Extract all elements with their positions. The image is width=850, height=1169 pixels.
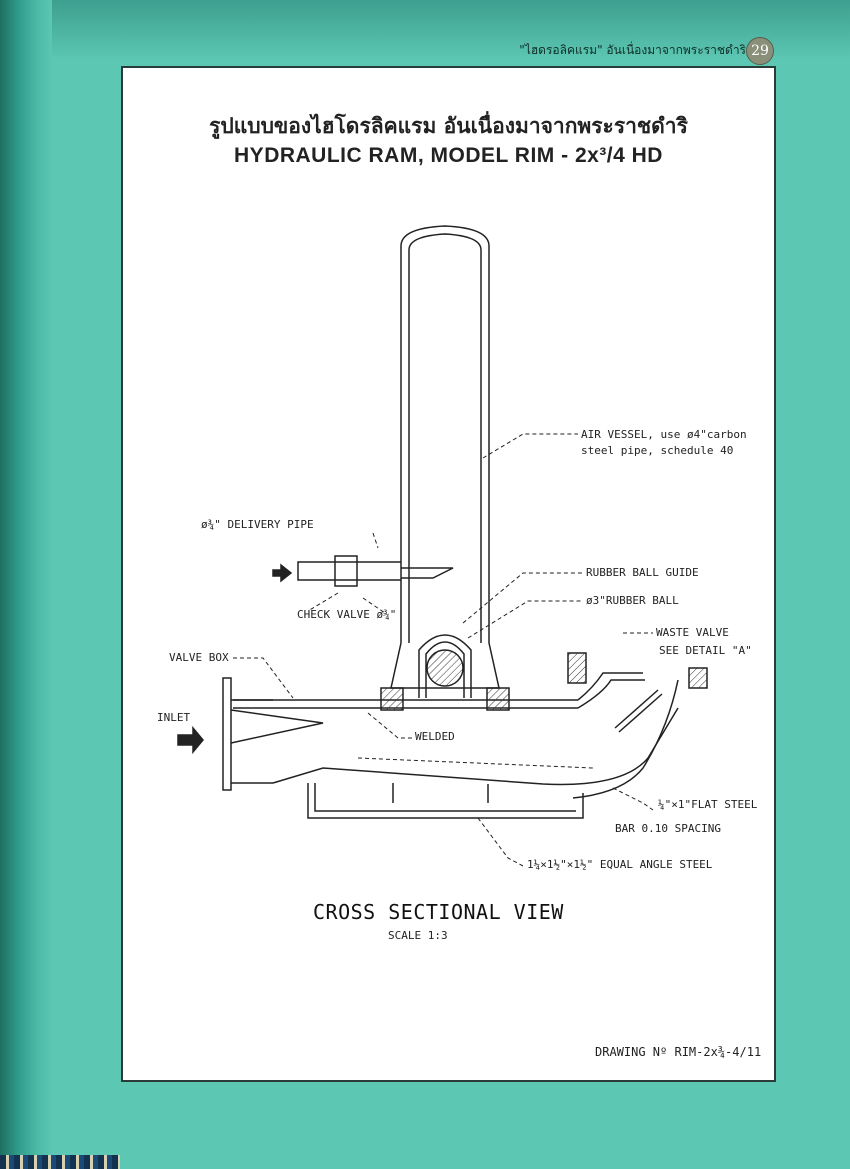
label-welded: WELDED: [415, 730, 455, 743]
drawing-frame: รูปแบบของไฮโดรลิคแรม อันเนื่องมาจากพระรา…: [121, 66, 776, 1082]
label-angle-steel: 1¼×1½"×1½" EQUAL ANGLE STEEL: [527, 858, 713, 871]
air-vessel: [400, 225, 490, 643]
drawing-title-thai: รูปแบบของไฮโดรลิคแรม อันเนื่องมาจากพระรา…: [209, 114, 688, 138]
label-inlet: INLET: [157, 711, 191, 724]
label-air-vessel-2: steel pipe, schedule 40: [581, 444, 734, 457]
label-flat-steel: ¼"×1"FLAT STEEL: [658, 798, 758, 811]
delivery-pipe: [297, 555, 454, 587]
inlet-arrow: [177, 725, 204, 755]
label-air-vessel: AIR VESSEL, use ø4"carbon: [581, 428, 747, 441]
waste-valve: [567, 652, 708, 733]
view-title: CROSS SECTIONAL VIEW: [313, 900, 564, 924]
label-waste-valve: WASTE VALVE: [656, 626, 729, 639]
running-title: "ไฮดรอลิคแรม" อันเนื่องมาจากพระราชดำริ: [519, 43, 746, 57]
spine-edge-pattern: [0, 1155, 120, 1169]
delivery-arrow: [272, 563, 293, 583]
label-see-detail: SEE DETAIL "A": [659, 644, 752, 657]
book-spine: [0, 0, 52, 1169]
angle-steel: [307, 783, 584, 819]
inlet-flange: [222, 677, 324, 791]
label-delivery-pipe: ø¾" DELIVERY PIPE: [201, 518, 314, 531]
valve-box-bottom: [272, 707, 679, 786]
cross-section-drawing: [177, 225, 708, 867]
label-valve-box: VALVE BOX: [169, 651, 229, 664]
drawing-scale: SCALE 1:3: [388, 929, 448, 942]
vessel-base: [390, 642, 500, 689]
rubber-ball: [426, 649, 464, 687]
drawing-title-english: HYDRAULIC RAM, MODEL RIM - 2x³/4 HD: [234, 144, 663, 167]
page-number-badge: 29: [746, 37, 774, 65]
drawing-number: DRAWING Nº RIM-2x¾-4/11: [595, 1045, 762, 1059]
rubber-ball-guide: [418, 634, 472, 698]
label-rubber-ball-guide: RUBBER BALL GUIDE: [586, 566, 699, 579]
label-flat-steel-2: BAR 0.10 SPACING: [615, 822, 721, 835]
label-rubber-ball: ø3"RUBBER BALL: [586, 594, 679, 607]
page-header-band: [52, 0, 850, 60]
label-check-valve: CHECK VALVE ø¾": [297, 608, 397, 621]
valve-box-top: [233, 699, 578, 709]
